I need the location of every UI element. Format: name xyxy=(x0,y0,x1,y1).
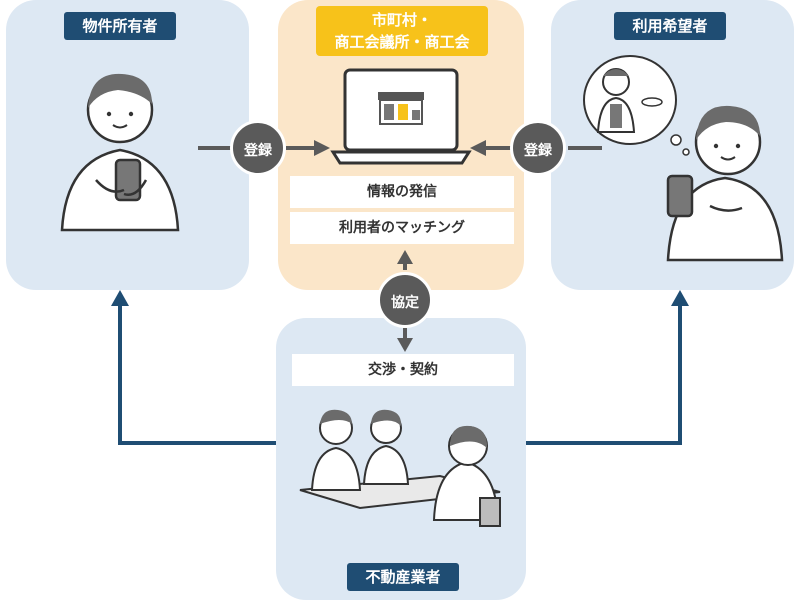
navy-arrowhead-right xyxy=(671,290,689,306)
owner-panel xyxy=(6,0,249,290)
laptop-icon xyxy=(330,68,472,165)
municipality-label-line2: 商工会議所・商工会 xyxy=(334,33,470,51)
applicant-label: 利用希望者 xyxy=(614,12,726,40)
agreement-badge: 協定 xyxy=(377,272,433,328)
user-matching-box: 利用者のマッチング xyxy=(290,212,514,244)
register-badge-left: 登録 xyxy=(230,120,286,176)
register-badge-right: 登録 xyxy=(510,120,566,176)
thought-bubble-icon xyxy=(583,55,690,156)
navy-connector-left xyxy=(118,304,276,445)
municipality-label-line1: 市町村・ xyxy=(371,11,432,29)
meeting-people-icon xyxy=(299,409,501,527)
owner-person-icon xyxy=(60,73,180,232)
realtor-label: 不動産業者 xyxy=(347,563,459,591)
navy-connector-right xyxy=(526,304,682,445)
navy-arrowhead-left xyxy=(111,290,129,306)
owner-label: 物件所有者 xyxy=(64,12,176,40)
municipality-label: 市町村・ 商工会議所・商工会 xyxy=(316,6,488,56)
info-dissemination-box: 情報の発信 xyxy=(290,176,514,208)
negotiation-contract-box: 交渉・契約 xyxy=(292,354,514,386)
applicant-person-icon xyxy=(666,105,784,262)
